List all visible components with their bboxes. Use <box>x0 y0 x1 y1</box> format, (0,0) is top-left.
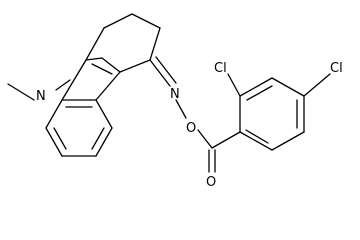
structure-svg: N N O O Cl Cl <box>7 13 343 190</box>
n-methyl-group: N <box>7 79 71 104</box>
cyclohexyl-ring <box>85 13 161 73</box>
molecule-diagram: N N O O Cl Cl <box>7 13 343 190</box>
oxime-group: N O <box>149 56 196 136</box>
cl-para-label: Cl <box>330 61 343 76</box>
cl-ortho-label: Cl <box>214 61 227 76</box>
chlorine-substituents: Cl Cl <box>214 61 343 97</box>
ester-o-label: O <box>186 121 196 136</box>
pyrrole-ring <box>61 57 121 101</box>
imine-n-label: N <box>170 87 180 102</box>
carbonyl-o-label: O <box>206 175 216 190</box>
dichlorophenyl-ring <box>239 77 305 151</box>
ester-group: O <box>197 129 241 190</box>
benzo-ring <box>45 99 113 157</box>
n-atom-label: N <box>36 89 46 104</box>
